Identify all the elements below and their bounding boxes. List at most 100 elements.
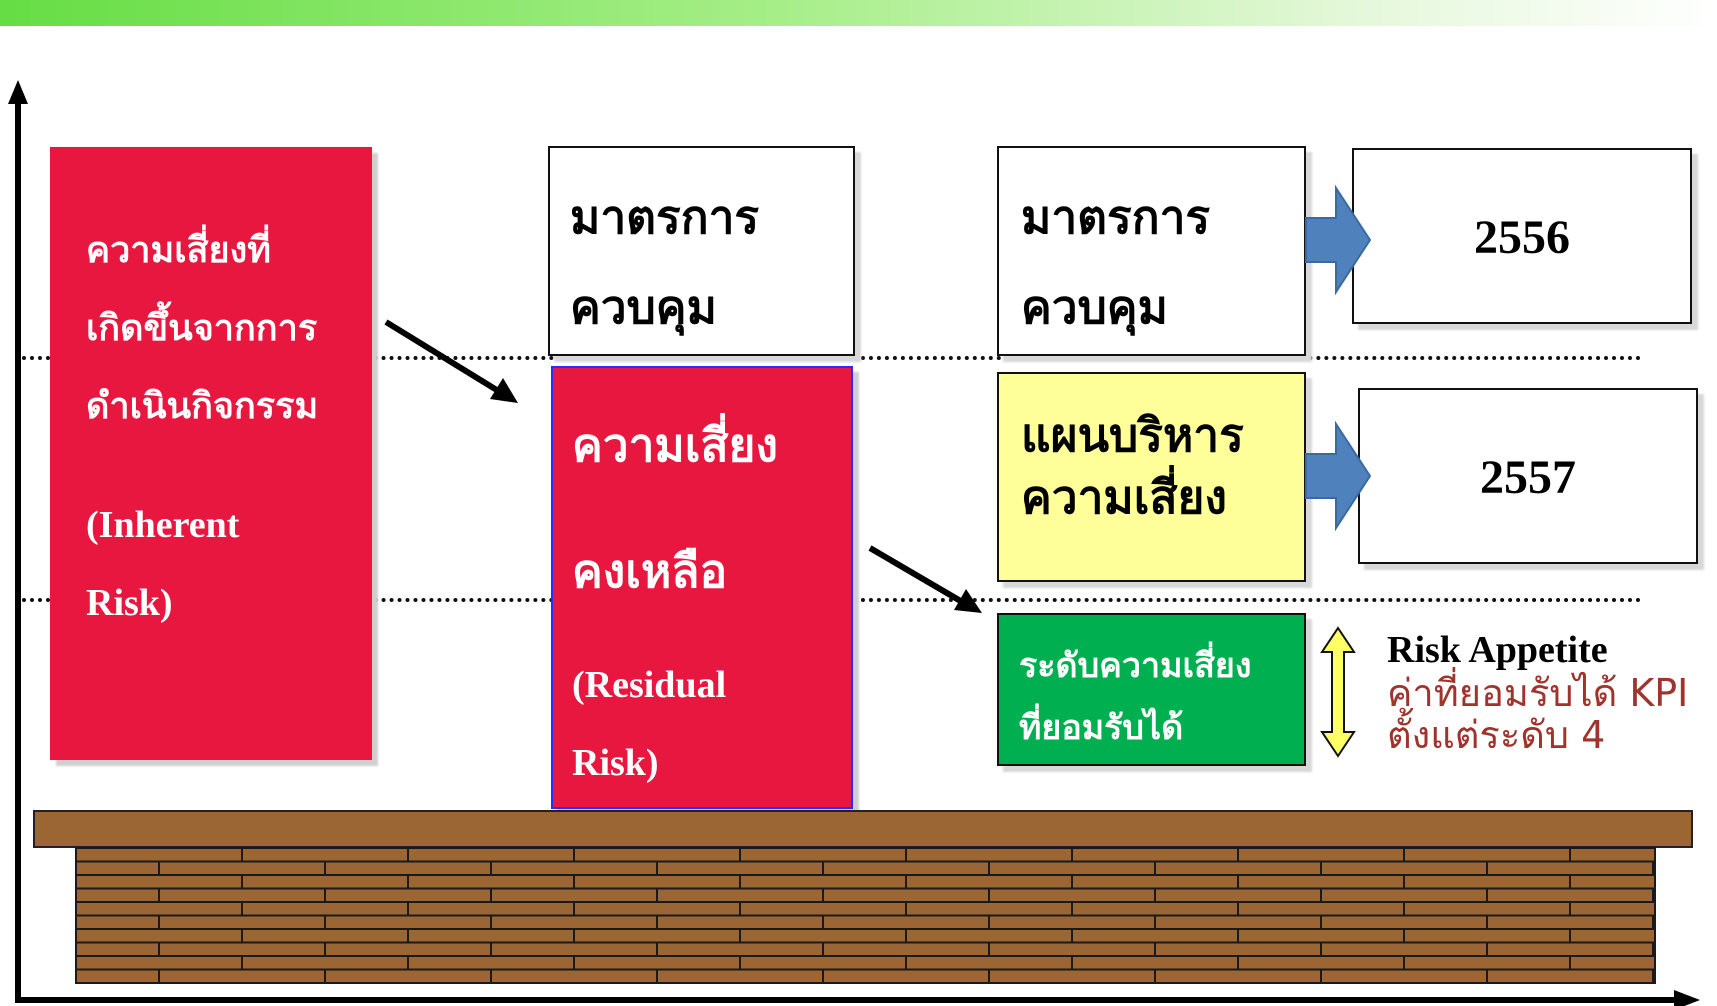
acceptable-level-line-2: ที่ยอมรับได้ <box>1019 708 1184 748</box>
brick <box>573 874 741 890</box>
residual-risk-en-1: (Residual <box>572 664 727 706</box>
brick <box>1154 860 1322 876</box>
year-2557-label: 2557 <box>1480 451 1576 504</box>
brick <box>1154 914 1322 930</box>
brick <box>158 941 326 957</box>
brick <box>656 887 824 903</box>
brick <box>739 874 907 890</box>
brick <box>490 968 658 984</box>
inherent-risk-thai-3: ดำเนินกิจกรรม <box>86 386 319 427</box>
risk-appetite-title: Risk Appetite <box>1387 629 1608 671</box>
brick <box>1071 928 1239 944</box>
brick <box>75 901 243 917</box>
risk-plan-line-1: แผนบริหาร <box>1021 408 1244 462</box>
brick <box>1154 968 1322 984</box>
brick <box>1320 914 1488 930</box>
brick <box>1569 955 1656 971</box>
brick <box>75 860 160 876</box>
inherent-risk-box: ความเสี่ยงที่ เกิดขึ้นจากการ ดำเนินกิจกร… <box>50 147 372 760</box>
brick <box>75 968 160 984</box>
brick <box>241 955 409 971</box>
brick <box>656 968 824 984</box>
brick <box>241 928 409 944</box>
brick <box>905 955 1073 971</box>
risk-appetite-block: Risk Appetite ค่าที่ยอมรับได้ KPI ตั้งแต… <box>1387 628 1707 756</box>
brick <box>1320 968 1488 984</box>
brick <box>407 901 575 917</box>
brick <box>573 901 741 917</box>
brick <box>905 847 1073 863</box>
block-arrow-right-icon <box>1305 184 1372 296</box>
y-axis-arrowhead-icon <box>8 80 28 104</box>
brick <box>158 914 326 930</box>
brick <box>822 914 990 930</box>
brick <box>1320 860 1488 876</box>
brick <box>988 968 1156 984</box>
brick <box>1569 874 1656 890</box>
brick <box>822 941 990 957</box>
acceptable-level-line-1: ระดับความเสี่ยง <box>1019 646 1252 686</box>
brick <box>822 887 990 903</box>
brick <box>241 874 409 890</box>
brick <box>573 955 741 971</box>
brick <box>1237 901 1405 917</box>
brick <box>324 860 492 876</box>
brick <box>75 941 160 957</box>
brick <box>490 914 658 930</box>
brick <box>1237 955 1405 971</box>
brick <box>1320 887 1488 903</box>
brick <box>1071 955 1239 971</box>
brick <box>1652 914 1656 930</box>
brick <box>1486 914 1654 930</box>
brick <box>241 847 409 863</box>
brick <box>1486 860 1654 876</box>
control-measures-box-1: มาตรการ ควบคุม <box>548 146 855 356</box>
brick <box>75 955 243 971</box>
inherent-risk-thai-2: เกิดขึ้นจากการ <box>86 308 318 349</box>
year-2557-box: 2557 <box>1358 388 1698 564</box>
brick <box>905 874 1073 890</box>
brick <box>988 914 1156 930</box>
double-arrow-vertical-icon <box>1320 626 1356 758</box>
brick <box>1486 968 1654 984</box>
brick <box>324 941 492 957</box>
block-arrow-right-icon <box>1305 420 1372 532</box>
year-2556-label: 2556 <box>1474 211 1570 264</box>
brick <box>656 914 824 930</box>
diagonal-arrow-icon <box>384 319 518 403</box>
brick <box>75 847 243 863</box>
control-measures-box-2: มาตรการ ควบคุม <box>997 146 1306 356</box>
brick <box>988 860 1156 876</box>
residual-risk-thai-1: ความเสี่ยง <box>572 418 778 472</box>
control-measures-1-line-1: มาตรการ <box>570 190 760 244</box>
brick <box>158 860 326 876</box>
risk-plan-box: แผนบริหาร ความเสี่ยง <box>997 372 1306 582</box>
brick <box>1403 928 1571 944</box>
inherent-risk-en-1: (Inherent <box>86 504 240 546</box>
brick <box>739 901 907 917</box>
brick <box>1071 847 1239 863</box>
risk-appetite-line-2: ตั้งแต่ระดับ 4 <box>1387 713 1606 757</box>
brick <box>158 968 326 984</box>
brick <box>1569 901 1656 917</box>
x-axis-arrowhead-icon <box>1674 990 1700 1006</box>
brick <box>1652 941 1656 957</box>
brick <box>822 968 990 984</box>
brick <box>573 847 741 863</box>
residual-risk-en-2: Risk) <box>572 742 659 784</box>
brick <box>656 860 824 876</box>
header-gradient-bar <box>0 0 1717 26</box>
residual-risk-thai-2: คงเหลือ <box>572 544 728 598</box>
brick <box>324 914 492 930</box>
brick <box>75 874 243 890</box>
brick <box>490 941 658 957</box>
brick-wall-icon <box>75 847 1656 984</box>
brick <box>241 901 409 917</box>
brick <box>988 941 1156 957</box>
control-measures-2-line-2: ควบคุม <box>1021 280 1168 334</box>
brick <box>75 914 160 930</box>
brick <box>1071 874 1239 890</box>
brick <box>1403 955 1571 971</box>
